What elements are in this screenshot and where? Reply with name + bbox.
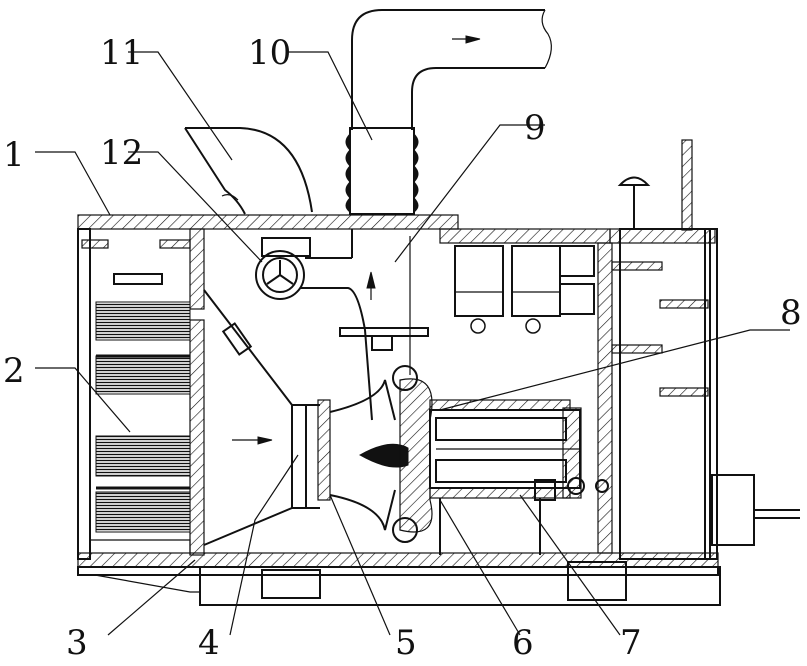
label-1: 1 bbox=[3, 135, 25, 175]
label-7: 7 bbox=[620, 623, 642, 661]
label-10: 10 bbox=[248, 33, 291, 73]
right-compartment bbox=[611, 139, 800, 546]
fan-12 bbox=[255, 229, 353, 300]
label-12: 12 bbox=[100, 133, 143, 173]
label-8: 8 bbox=[780, 293, 802, 333]
label-9: 9 bbox=[524, 108, 546, 148]
outer-housing bbox=[77, 214, 721, 606]
label-5: 5 bbox=[395, 623, 417, 661]
label-4: 4 bbox=[198, 623, 220, 661]
central-duct bbox=[300, 236, 433, 543]
label-11: 11 bbox=[100, 33, 143, 73]
leader-lines bbox=[35, 51, 790, 636]
filter-stack bbox=[81, 239, 191, 555]
inlet-cone bbox=[203, 289, 331, 546]
label-3: 3 bbox=[66, 623, 88, 661]
control-boxes bbox=[454, 245, 595, 334]
label-2: 2 bbox=[3, 351, 25, 391]
exhaust-duct bbox=[345, 9, 552, 215]
intake-hood bbox=[184, 127, 313, 215]
label-6: 6 bbox=[512, 623, 534, 661]
motor-assembly bbox=[429, 399, 609, 555]
